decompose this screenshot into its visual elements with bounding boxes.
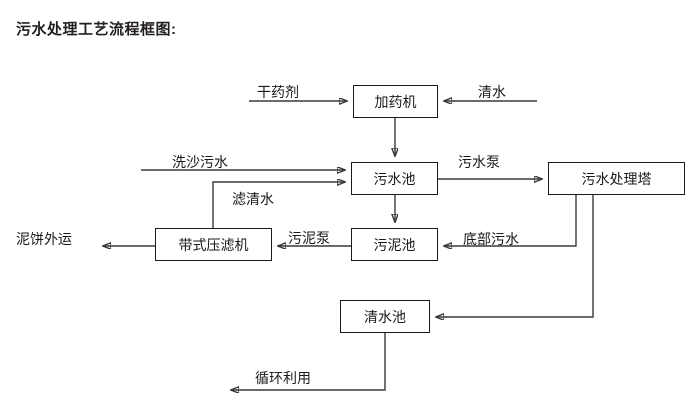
edge-label-dry-reagent: 干药剂	[257, 84, 299, 100]
node-label: 加药机	[374, 93, 417, 110]
edge-label-bottom-sewage: 底部污水	[463, 231, 519, 247]
edge-label-mud-cake-out: 泥饼外运	[16, 231, 72, 247]
edge-tower-to-clear-water-pool	[436, 195, 594, 317]
edge-label-filtered-water: 滤清水	[232, 191, 274, 207]
page-title: 污水处理工艺流程框图:	[16, 21, 177, 38]
node-label: 带式压滤机	[178, 236, 249, 253]
node-label: 清水池	[364, 308, 406, 325]
node-treatment-tower[interactable]: 污水处理塔	[548, 162, 685, 195]
edge-label-sludge-pump: 污泥泵	[288, 230, 330, 246]
edge-clear-water-pool-to-recycle	[231, 333, 386, 390]
node-label: 污水处理塔	[581, 170, 652, 187]
node-clear-water-pool[interactable]: 清水池	[340, 300, 430, 333]
node-sludge-pool[interactable]: 污泥池	[351, 228, 438, 261]
node-label: 污水池	[373, 170, 416, 187]
edge-label-sand-wash-water: 洗沙污水	[172, 154, 228, 170]
edge-label-wastewater-pump: 污水泵	[458, 154, 500, 170]
edge-tower-to-sludge-pool	[444, 195, 577, 246]
node-belt-filter-press[interactable]: 带式压滤机	[155, 228, 272, 261]
edge-label-clean-water: 清水	[478, 84, 506, 100]
edge-label-recycle-reuse: 循环利用	[255, 370, 311, 386]
node-wastewater-pool[interactable]: 污水池	[351, 162, 438, 195]
node-label: 污泥池	[373, 236, 416, 253]
edge-press-to-wastewater-pool	[212, 182, 345, 228]
node-dosing-machine[interactable]: 加药机	[353, 85, 438, 118]
